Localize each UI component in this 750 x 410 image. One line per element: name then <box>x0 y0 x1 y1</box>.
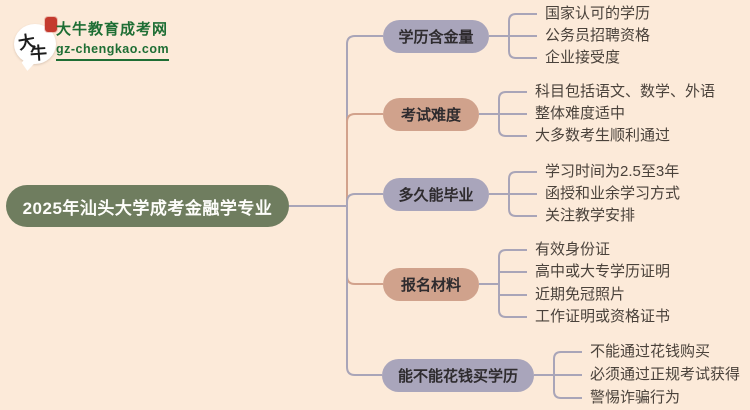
leaf-node: 工作证明或资格证书 <box>535 308 671 325</box>
leaf-node: 整体难度适中 <box>535 105 626 122</box>
branch-node-xueli-hanjinliang: 学历含金量 <box>383 20 489 53</box>
red-seal-icon <box>45 17 57 32</box>
site-name: 大牛教育成考网 <box>56 21 169 38</box>
root-topic-node: 2025年汕头大学成考金融学专业 <box>6 185 289 227</box>
leaf-node: 有效身份证 <box>535 241 611 258</box>
leaf-node: 必须通过正规考试获得 <box>590 366 741 383</box>
site-url: gz-chengkao.com <box>56 42 170 61</box>
leaf-node: 科目包括语文、数学、外语 <box>535 83 716 100</box>
branch-node-baoming-cailiao: 报名材料 <box>383 268 479 301</box>
leaf-node: 公务员招聘资格 <box>545 27 651 44</box>
branch-node-huaqian-mai-xueli: 能不能花钱买学历 <box>382 359 534 392</box>
branch-node-kaoshi-nandu: 考试难度 <box>383 98 479 131</box>
leaf-node: 函授和业余学习方式 <box>545 185 681 202</box>
leaf-node: 大多数考生顺利通过 <box>535 127 671 144</box>
site-logo: 大 牛 大牛教育成考网 gz-chengkao.com <box>0 0 260 80</box>
branch-node-duojiu-biye: 多久能毕业 <box>383 178 489 211</box>
leaf-node: 高中或大专学历证明 <box>535 263 671 280</box>
leaf-node: 不能通过花钱购买 <box>590 343 711 360</box>
leaf-node: 关注教学安排 <box>545 207 636 224</box>
leaf-node: 国家认可的学历 <box>545 5 651 22</box>
logo-bubble-char: 牛 <box>29 43 48 65</box>
leaf-node: 学习时间为2.5至3年 <box>545 163 680 180</box>
leaf-node: 企业接受度 <box>545 49 621 66</box>
leaf-node: 近期免冠照片 <box>535 286 626 303</box>
leaf-node: 警惕诈骗行为 <box>590 389 681 406</box>
